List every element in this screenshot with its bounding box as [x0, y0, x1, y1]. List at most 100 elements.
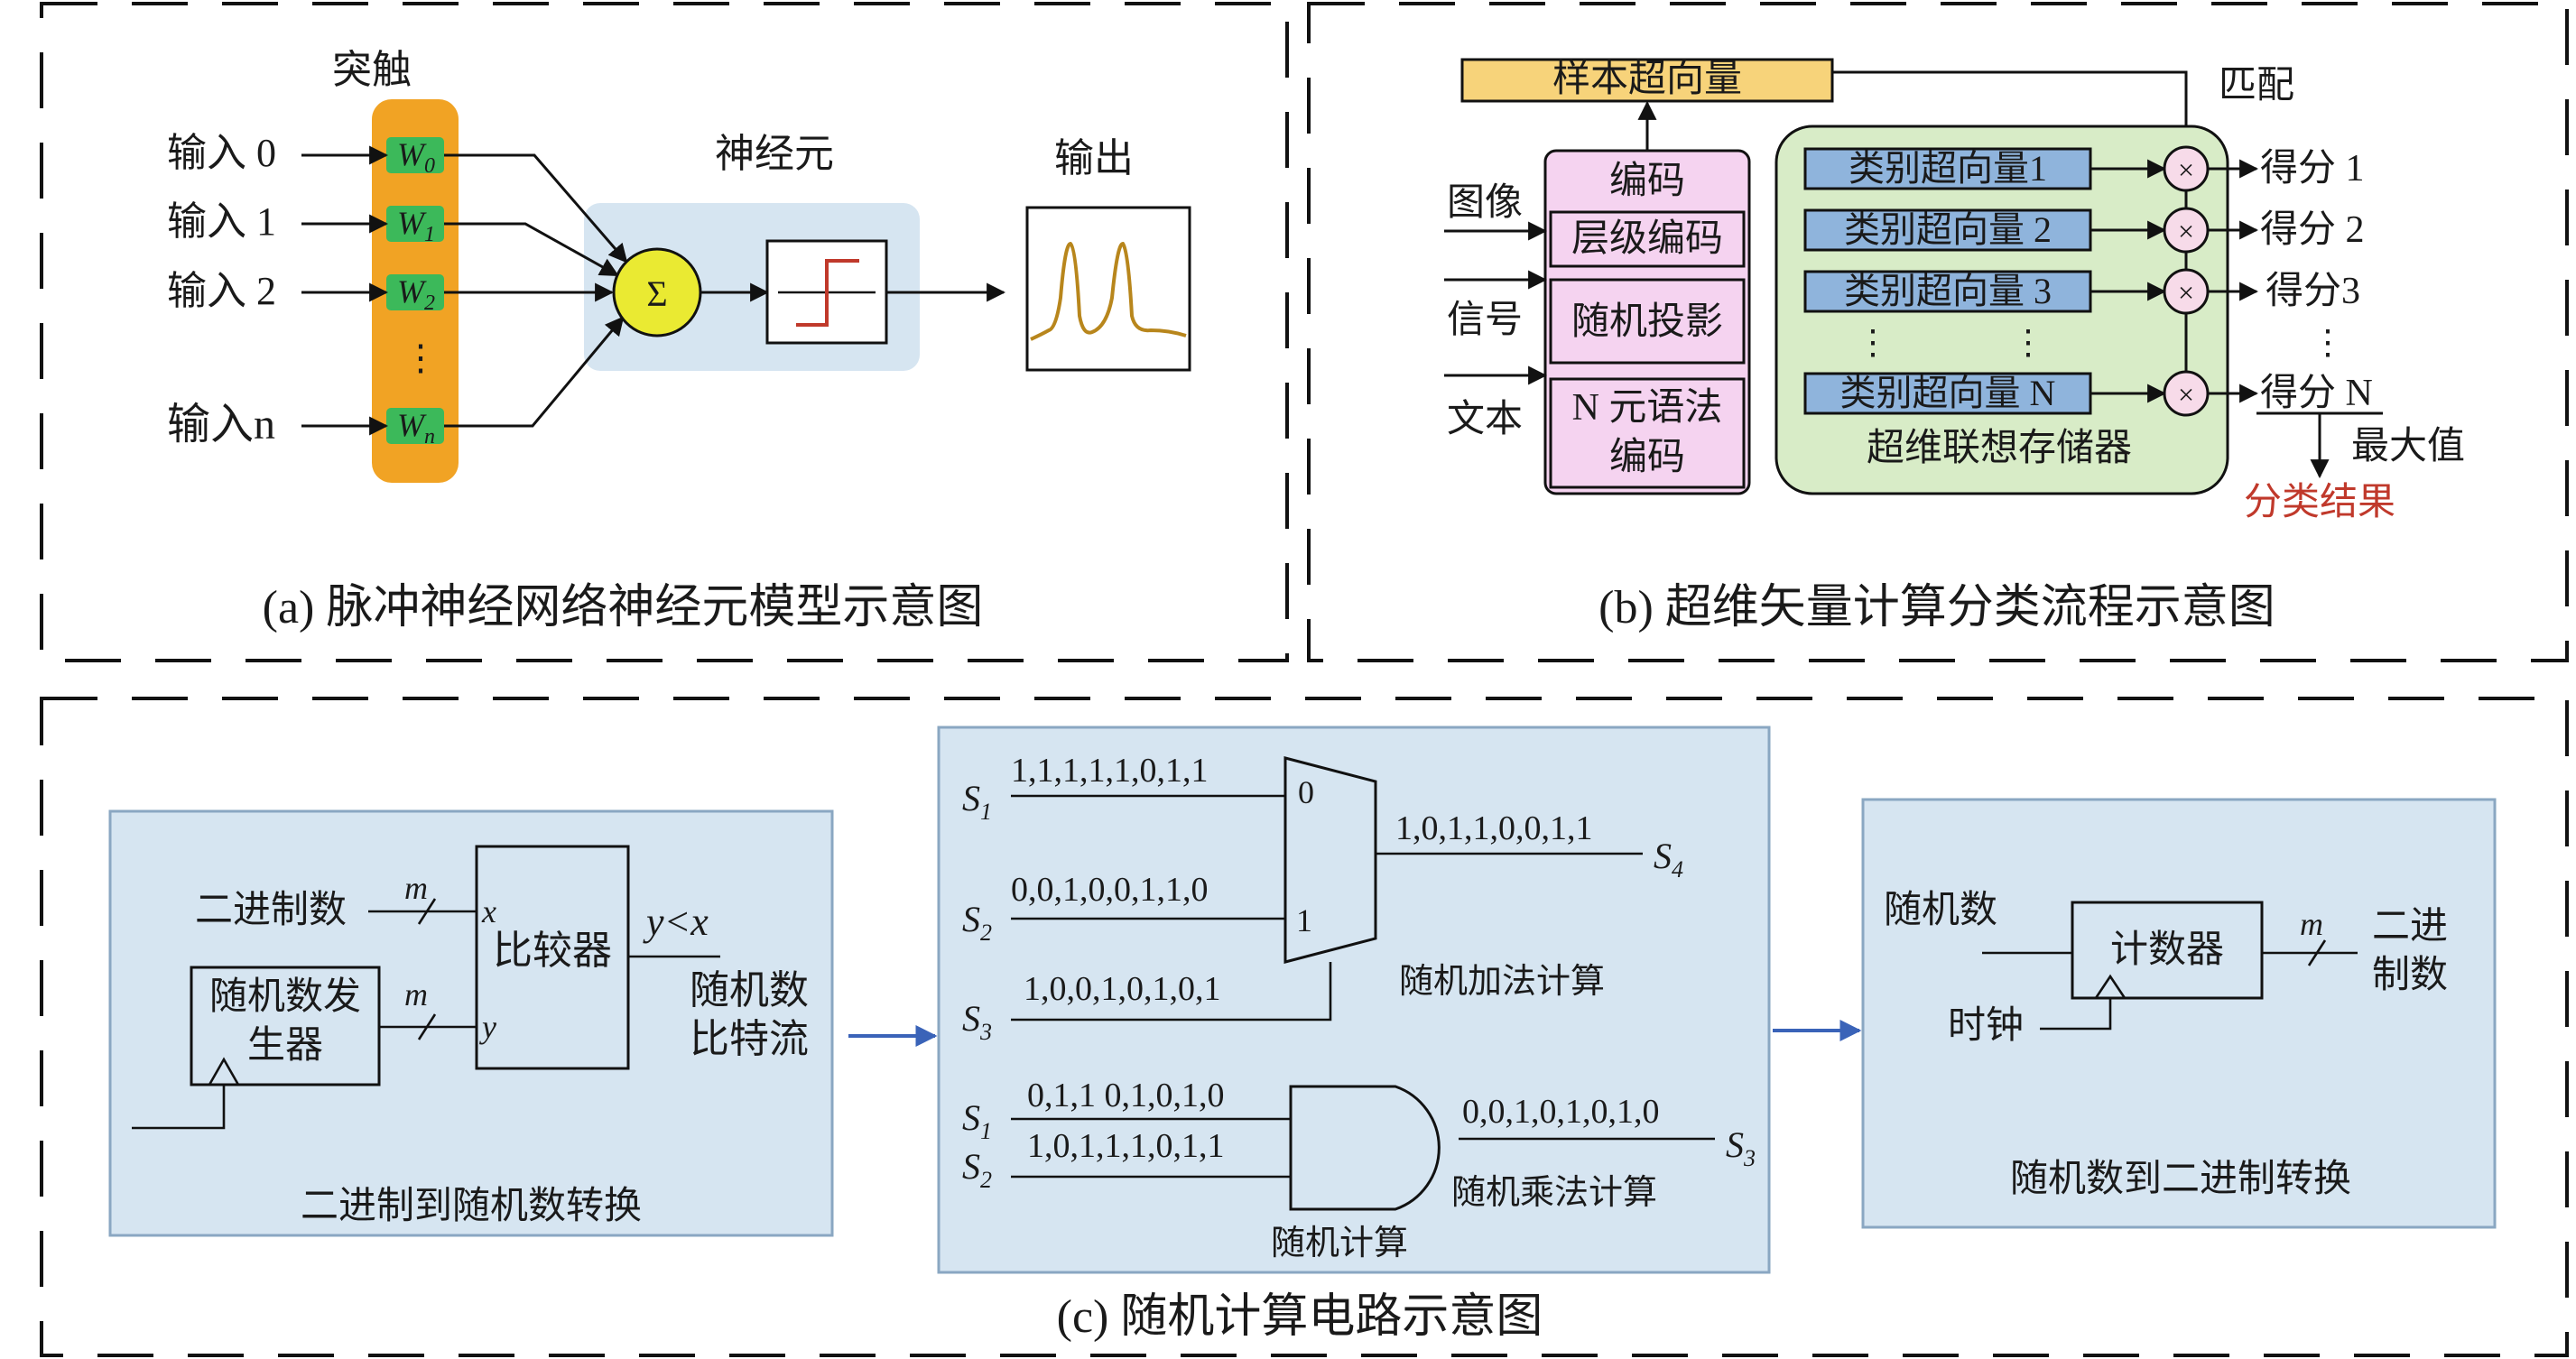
input-1-label: 输入 1: [167, 199, 276, 244]
hierarchical-encoding-box: [1549, 210, 1746, 268]
stochastic-addition-label: 随机加法计算: [1399, 963, 1605, 1001]
multiplier-1-symbol: ×: [2178, 153, 2194, 186]
counter-bus-width: m: [2300, 906, 2323, 942]
ngram-label: N 元语法: [1572, 387, 1723, 429]
class-vector-3: [1803, 270, 2092, 313]
class-vector-3-label: 类别超向量 3: [1844, 271, 2052, 311]
multiplier-3-symbol: ×: [2178, 276, 2194, 309]
stochastic-computing-panel: [937, 726, 1771, 1274]
score-2: 得分 2: [2260, 209, 2365, 251]
s2-bitstream: 0,0,1,0,0,1,1,0: [1011, 871, 1209, 909]
class-vector-n: [1803, 372, 2092, 415]
panel-a-frame: [40, 2, 1289, 662]
sample-hypervector-box: [1460, 58, 1834, 103]
multiplexer: [1283, 756, 1377, 964]
bus-width-x: m: [404, 870, 428, 906]
input-2-label: 输入 2: [167, 269, 276, 313]
panel-b-frame: [1307, 2, 2569, 662]
binary-output-line2: 制数: [2372, 955, 2448, 996]
stochastic-output-line2: 比特流: [690, 1017, 809, 1061]
counter-clock-triangle: [2094, 974, 2127, 999]
input-signal: 信号: [1447, 300, 1523, 341]
stochastic-output-line1: 随机数: [690, 968, 809, 1012]
multiplier-n-symbol: ×: [2178, 378, 2194, 411]
panel-a-caption: (a) 脉冲神经网络神经元模型示意图: [263, 582, 984, 633]
stochastic-computing-title: 随机计算: [1271, 1225, 1408, 1262]
multiplier-n: ×: [2163, 370, 2210, 417]
and-output-bitstream: 0,0,1,0,1,0,1,0: [1462, 1093, 1660, 1131]
weight-dots: ⋮: [403, 337, 439, 378]
weight-w2: W2: [386, 273, 444, 315]
input-0-label: 输入 0: [167, 131, 276, 175]
binary-to-stochastic-panel: [108, 809, 834, 1237]
comparator-label: 比较器: [493, 929, 612, 973]
stochastic-to-binary-panel: [1861, 798, 2497, 1229]
sample-hypervector-label: 样本超向量: [1552, 59, 1742, 100]
neuron-label: 神经元: [715, 132, 834, 176]
encoder-title: 编码: [1609, 161, 1685, 202]
spike-waveform: [1030, 241, 1187, 341]
associative-memory-label: 超维联想存储器: [1867, 428, 2132, 469]
panel-c-caption: (c) 随机计算电路示意图: [1057, 1291, 1543, 1343]
svg-text:W0: W0: [397, 136, 435, 178]
step-function: [796, 259, 859, 327]
signal-s1: S1: [962, 778, 992, 825]
output-label: 输出: [1054, 136, 1134, 180]
clock-triangle: [208, 1057, 240, 1086]
score-dots: ⋮: [2311, 324, 2345, 362]
panel-a: 突触 W0 W1 W2 ⋮ Wn 输入 0 输入 1 输入 2 输入n: [167, 48, 1191, 633]
multiplier-2-symbol: ×: [2178, 215, 2194, 247]
s1-bitstream: 1,1,1,1,1,0,1,1: [1011, 752, 1209, 790]
sum-symbol: Σ: [646, 273, 667, 314]
binary-number-label: 二进制数: [195, 890, 347, 931]
max-label: 最大值: [2351, 426, 2465, 467]
bus-width-y: m: [404, 976, 428, 1012]
signal-s3: S3: [962, 998, 992, 1045]
random-number-label: 随机数: [1884, 890, 1997, 931]
weight-wn: Wn: [386, 407, 444, 448]
class-vector-2-label: 类别超向量 2: [1844, 209, 2052, 250]
and-s1-bitstream: 0,1,1 0,1,0,1,0: [1027, 1077, 1225, 1114]
panel-c: 二进制数 m x y 比较器 随机数发 生器 m y<x 随机数 比特流 二进制…: [108, 726, 2497, 1343]
binary-output-line1: 二进: [2372, 906, 2448, 948]
class-dots-right: ⋮: [2011, 324, 2045, 362]
counter-box: [2071, 901, 2264, 1000]
and-gate: [1289, 1085, 1441, 1211]
score-1: 得分 1: [2260, 148, 2365, 190]
synapse-label: 突触: [332, 48, 412, 92]
input-text: 文本: [1447, 398, 1523, 440]
multiplier-2: ×: [2163, 207, 2210, 254]
ngram-encoding-label: 编码: [1609, 437, 1685, 478]
weight-w1: W1: [386, 205, 444, 246]
match-label: 匹配: [2219, 65, 2294, 106]
class-vector-2: [1803, 208, 2092, 252]
and-signal-s1: S1: [962, 1097, 992, 1144]
panel-c-frame: [40, 697, 2569, 1357]
rng-label-line2: 生器: [247, 1025, 323, 1067]
panel-b: 样本超向量 匹配 编码 层级编码 随机投影 N 元语法 编码 图像 信号 文本 …: [1444, 58, 2465, 633]
s4-bitstream: 1,0,1,1,0,0,1,1: [1395, 809, 1593, 847]
ngram-encoding-box: [1549, 377, 1746, 489]
counter-label: 计数器: [2110, 929, 2224, 971]
multiplier-3: ×: [2163, 268, 2210, 315]
random-projection-box: [1549, 278, 1746, 365]
input-n-label: 输入n: [167, 401, 275, 448]
rng-label-line1: 随机数发: [209, 976, 361, 1018]
comparison-condition: y<x: [643, 900, 709, 944]
mux-input-0: 0: [1298, 774, 1314, 810]
score-3: 得分3: [2266, 271, 2360, 312]
panel-b-caption: (b) 超维矢量计算分类流程示意图: [1598, 582, 2275, 633]
binary-to-stochastic-title: 二进制到随机数转换: [301, 1186, 642, 1227]
score-n: 得分 N: [2260, 373, 2373, 414]
port-y: y: [479, 1009, 496, 1045]
output-plot: [1025, 206, 1191, 372]
clock-label: 时钟: [1948, 1005, 2024, 1047]
and-s2-bitstream: 1,0,1,1,1,0,1,1: [1027, 1127, 1225, 1165]
stochastic-multiplication-label: 随机乘法计算: [1451, 1174, 1657, 1212]
random-projection-label: 随机投影: [1571, 301, 1723, 343]
classification-result: 分类结果: [2244, 482, 2395, 523]
mux-input-1: 1: [1296, 902, 1312, 938]
input-image: 图像: [1447, 182, 1523, 224]
class-vector-n-label: 类别超向量 N: [1840, 373, 2056, 413]
